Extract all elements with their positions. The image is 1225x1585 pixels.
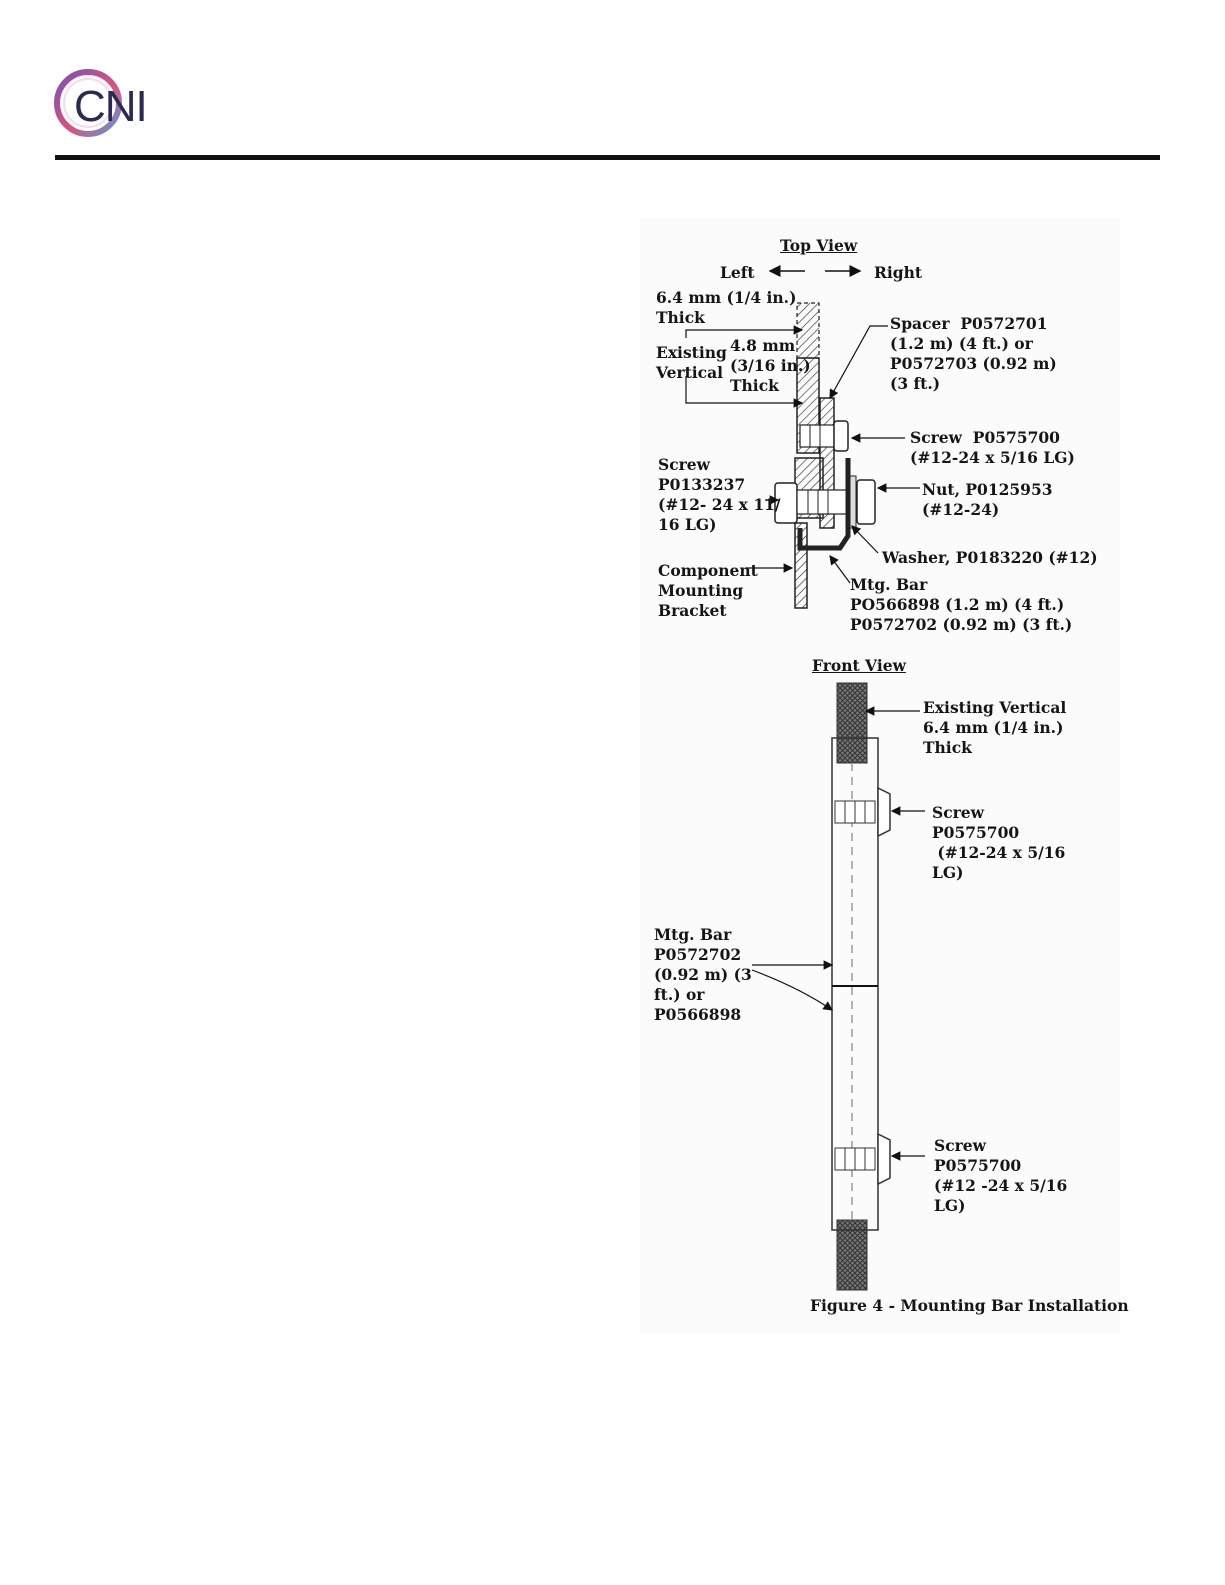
- logo-ring: [54, 69, 122, 137]
- front-view-title: Front View: [812, 656, 906, 675]
- screw-right-shape: [799, 420, 849, 452]
- right-label: Right: [874, 263, 923, 282]
- mounting-bar-figure: Top View Left Right 6.4 mm (1/4 in.) Thi…: [640, 218, 1129, 1333]
- vertical-thickness-label: 6.4 mm (1/4 in.) Thick: [656, 288, 797, 327]
- screw-upper-label: Screw P0575700 (#12-24 x 5/16 LG): [932, 803, 1066, 882]
- existing-vertical-label: Existing Vertical: [656, 343, 727, 382]
- figure-caption: Figure 4 - Mounting Bar Installation: [810, 1296, 1129, 1315]
- washer-label: Washer, P0183220 (#12): [882, 548, 1098, 567]
- top-mtg-bar-label: Mtg. Bar PO566898 (1.2 m) (4 ft.) P05727…: [850, 575, 1073, 634]
- front-mtg-bar-label: Mtg. Bar P0572702 (0.92 m) (3 ft.) or P0…: [654, 925, 752, 1024]
- existing-vertical-front-upper: [836, 682, 868, 764]
- mtg-bar-front: [831, 737, 879, 1231]
- bracket-shape: [794, 522, 808, 609]
- screw-left-label: Screw P0133237 (#12- 24 x 11/ 16 LG): [658, 455, 781, 534]
- existing-vertical-front-lower: [836, 1219, 868, 1291]
- top-view-title: Top View: [780, 236, 858, 255]
- cni-logo: CNI: [54, 69, 148, 137]
- screw-right-label: Screw P0575700 (#12-24 x 5/16 LG): [910, 428, 1075, 467]
- bracket-label: Component Mounting Bracket: [658, 561, 758, 620]
- nut-label: Nut, P0125953 (#12-24): [922, 480, 1053, 519]
- screw-upper-shape: [834, 786, 891, 838]
- logo-text: CNI: [74, 82, 147, 131]
- header-rule: [55, 155, 1160, 160]
- spacer-label: Spacer P0572701 (1.2 m) (4 ft.) or P0572…: [890, 314, 1057, 393]
- screw-left-shape: [774, 475, 876, 529]
- spacer-thickness-label: 4.8 mm (3/16 in.) Thick: [730, 336, 811, 395]
- mounting-diagram: [685, 265, 925, 1291]
- screw-lower-shape: [834, 1132, 891, 1186]
- front-existing-vertical-label: Existing Vertical 6.4 mm (1/4 in.) Thick: [923, 698, 1067, 757]
- screw-lower-label: Screw P0575700 (#12 -24 x 5/16 LG): [934, 1136, 1068, 1215]
- left-label: Left: [720, 263, 755, 282]
